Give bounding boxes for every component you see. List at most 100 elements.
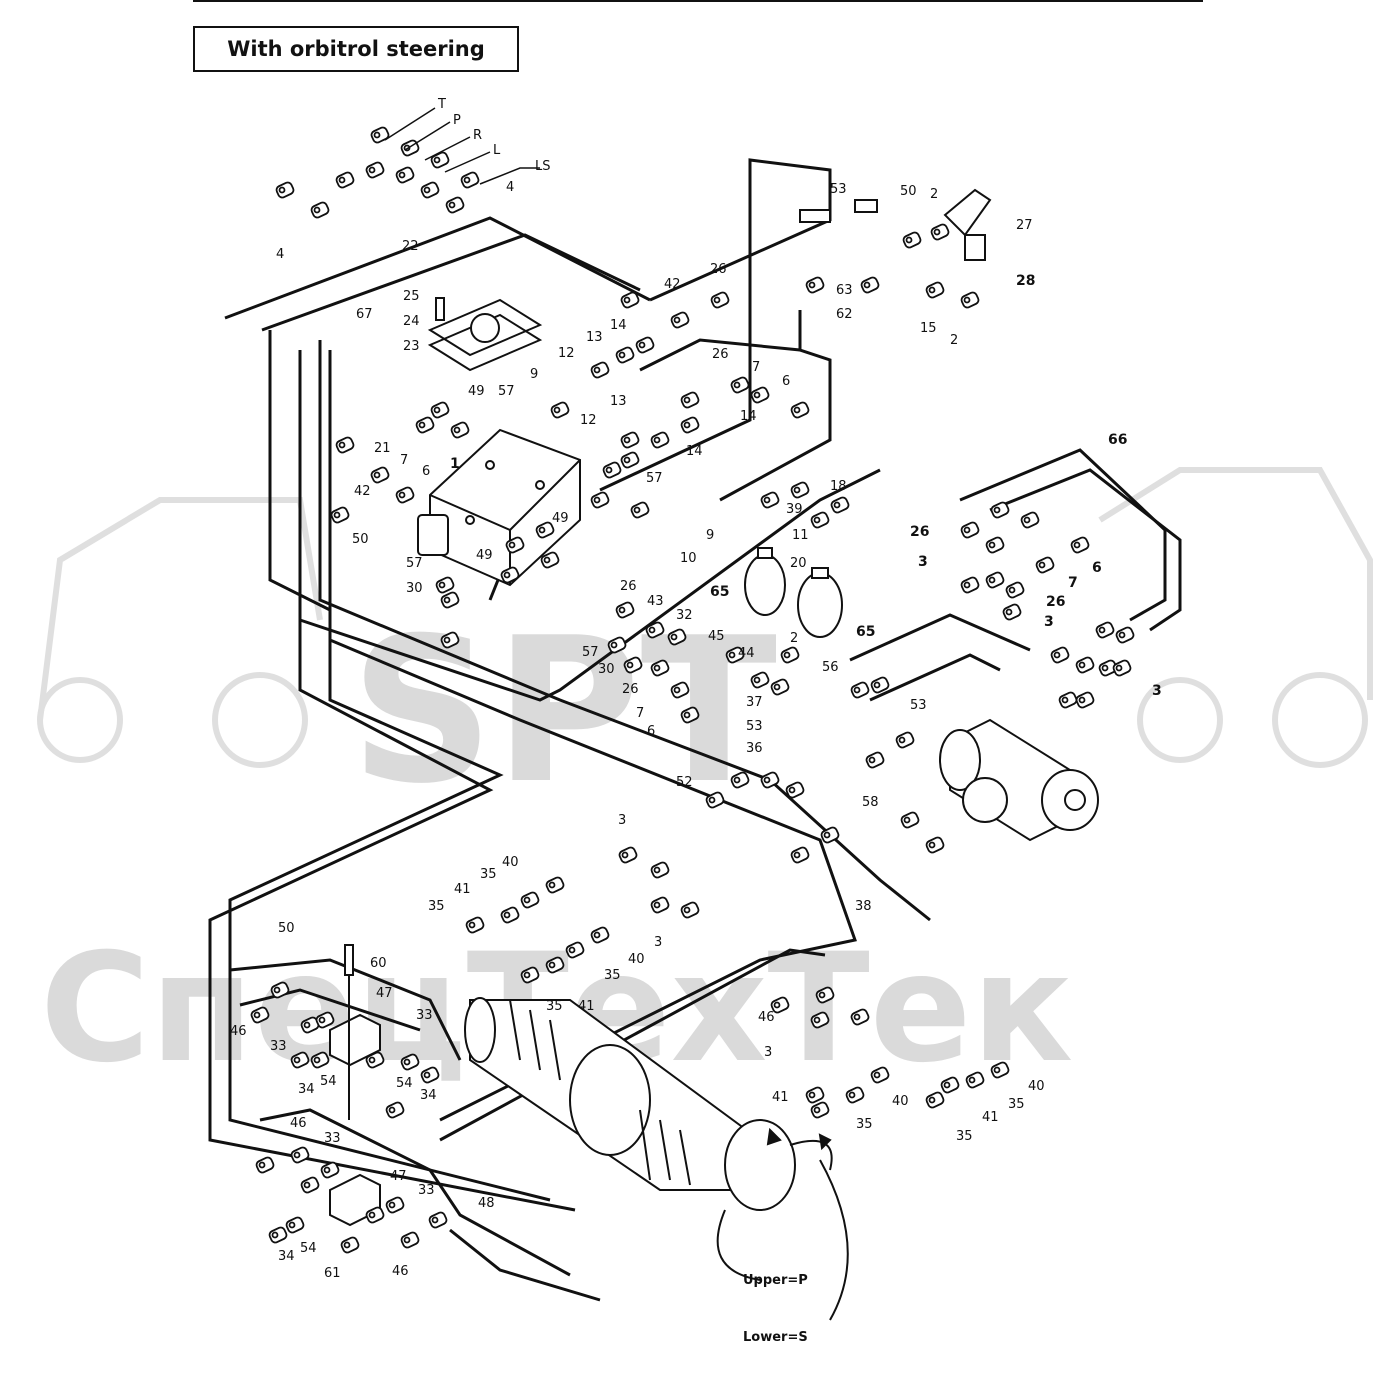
hose-fitting bbox=[520, 966, 540, 984]
hose-fitting bbox=[400, 1053, 420, 1071]
callout-number: 7 bbox=[400, 453, 408, 468]
callout-number: 42 bbox=[664, 277, 681, 292]
hose-route bbox=[849, 613, 1031, 662]
hose-fitting bbox=[770, 678, 790, 696]
hose-fitting bbox=[465, 916, 485, 934]
hose-route bbox=[329, 638, 857, 1122]
cover-plate bbox=[427, 297, 543, 372]
hose-fitting bbox=[590, 361, 610, 379]
hose-fitting bbox=[680, 901, 700, 919]
callout-number: 6 bbox=[782, 374, 790, 389]
hose-route bbox=[229, 958, 462, 1061]
hose-fitting bbox=[620, 451, 640, 469]
callout-number: 2 bbox=[930, 187, 938, 202]
hose-fitting bbox=[670, 311, 690, 329]
callout-number: 1 bbox=[450, 456, 460, 472]
hose-fitting bbox=[415, 416, 435, 434]
hose-fitting bbox=[650, 431, 670, 449]
hose-fitting bbox=[335, 436, 355, 454]
hose-fitting bbox=[865, 751, 885, 769]
top-rule bbox=[193, 0, 1203, 2]
hose-fitting bbox=[750, 386, 770, 404]
fittings bbox=[250, 126, 1135, 1254]
callout-number: 46 bbox=[392, 1264, 409, 1279]
hose-fitting bbox=[805, 1086, 825, 1104]
callout-number: 6 bbox=[422, 464, 430, 479]
callout-number: 57 bbox=[582, 645, 599, 660]
hose-fitting bbox=[310, 201, 330, 219]
callout-number: 41 bbox=[772, 1090, 789, 1105]
hose-fitting bbox=[930, 223, 950, 241]
callout-number: 40 bbox=[502, 855, 519, 870]
hose-fitting bbox=[618, 846, 638, 864]
hose-fitting bbox=[340, 1236, 360, 1254]
hose-route bbox=[318, 340, 931, 922]
callout-number: 26 bbox=[910, 524, 929, 540]
hose-fitting bbox=[985, 536, 1005, 554]
callout-number: 30 bbox=[406, 581, 423, 596]
hose-fitting bbox=[1050, 646, 1070, 664]
callout-number: 13 bbox=[610, 394, 627, 409]
hose-fitting bbox=[400, 1231, 420, 1249]
hose-fitting bbox=[1035, 556, 1055, 574]
hose-fitting bbox=[1070, 536, 1090, 554]
diagram-title: With orbitrol steering bbox=[193, 26, 519, 72]
hose-fitting bbox=[290, 1051, 310, 1069]
hose-fitting bbox=[895, 731, 915, 749]
hose-route bbox=[719, 310, 832, 502]
hose-route bbox=[989, 468, 1182, 632]
hose-fitting bbox=[607, 636, 627, 654]
hose-fitting bbox=[810, 1101, 830, 1119]
hose-fitting bbox=[780, 646, 800, 664]
port-leaders bbox=[384, 107, 540, 185]
callout-number: 21 bbox=[374, 441, 391, 456]
callout-number: 3 bbox=[1152, 683, 1162, 699]
callout-number: 54 bbox=[320, 1074, 337, 1089]
port-label-t: T bbox=[437, 97, 446, 112]
hose-route bbox=[639, 338, 801, 372]
hose-fitting bbox=[435, 576, 455, 594]
callout-number: 57 bbox=[406, 556, 423, 571]
hose-fitting bbox=[275, 181, 295, 199]
callout-number: 49 bbox=[468, 384, 485, 399]
hose-fitting bbox=[520, 891, 540, 909]
callout-number: 46 bbox=[230, 1024, 247, 1039]
callout-number: 22 bbox=[402, 239, 419, 254]
hose-fitting bbox=[285, 1216, 305, 1234]
hose-fitting bbox=[1058, 691, 1078, 709]
hose-fitting bbox=[805, 276, 825, 294]
hose-fitting bbox=[810, 1011, 830, 1029]
hose-fitting bbox=[1075, 656, 1095, 674]
hose-fitting bbox=[960, 576, 980, 594]
hose-fitting bbox=[330, 506, 350, 524]
hose-route bbox=[261, 233, 641, 332]
hose-fitting bbox=[1020, 511, 1040, 529]
hose-fitting bbox=[902, 231, 922, 249]
callout-number: 6 bbox=[1092, 560, 1102, 576]
hose-fitting bbox=[850, 681, 870, 699]
callout-number: 46 bbox=[758, 1010, 775, 1025]
callout-number: 44 bbox=[738, 646, 755, 661]
callout-number: 3 bbox=[918, 554, 928, 570]
callout-number: 35 bbox=[1008, 1097, 1025, 1112]
hose-fitting bbox=[535, 521, 555, 539]
hose-fitting bbox=[620, 431, 640, 449]
hose-fitting bbox=[965, 1071, 985, 1089]
callout-number: 13 bbox=[586, 330, 603, 345]
hose-fitting bbox=[680, 416, 700, 434]
hose-fitting bbox=[990, 501, 1010, 519]
callout-number: 41 bbox=[454, 882, 471, 897]
callout-number: 36 bbox=[746, 741, 763, 756]
callout-number: 35 bbox=[856, 1117, 873, 1132]
port-label-ls: LS bbox=[535, 159, 551, 174]
hose-fitting bbox=[445, 196, 465, 214]
callout-number: 41 bbox=[578, 999, 595, 1014]
hose-fitting bbox=[650, 659, 670, 677]
callout-number: 54 bbox=[300, 1241, 317, 1256]
callout-number: 43 bbox=[647, 594, 664, 609]
hose-fitting bbox=[440, 591, 460, 609]
hose-fitting bbox=[710, 291, 730, 309]
callout-number: 45 bbox=[708, 629, 725, 644]
hose-fitting bbox=[925, 836, 945, 854]
